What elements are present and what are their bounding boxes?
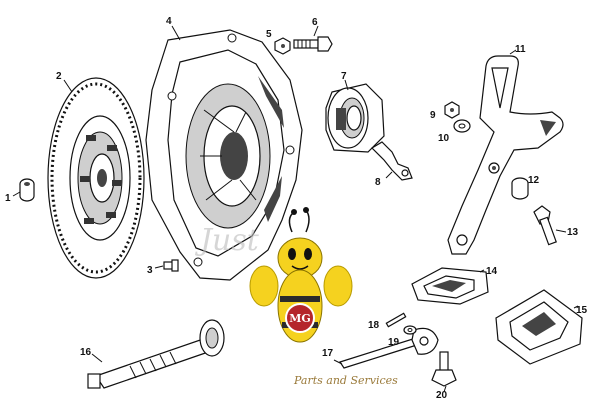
part-clutch-rod bbox=[339, 327, 439, 369]
bee-mascot-logo: MG bbox=[249, 207, 353, 343]
part-spigot-bush bbox=[19, 178, 35, 202]
callout-1: 1 bbox=[5, 193, 11, 204]
part-clutch-cover-assembly bbox=[145, 29, 303, 281]
part-clevis-washer bbox=[403, 325, 417, 335]
part-dust-cover bbox=[495, 289, 583, 365]
part-nut bbox=[274, 37, 291, 55]
part-fork-bolt bbox=[533, 205, 557, 246]
part-release-bearing bbox=[325, 83, 385, 153]
callout-2: 2 bbox=[56, 71, 62, 82]
callout-9: 9 bbox=[430, 110, 436, 121]
callout-20: 20 bbox=[436, 390, 448, 401]
part-fork-bush bbox=[511, 177, 529, 200]
part-driven-plate bbox=[47, 77, 145, 279]
part-fork-nut bbox=[444, 101, 460, 119]
callout-8: 8 bbox=[375, 177, 381, 188]
callout-5: 5 bbox=[266, 29, 272, 40]
callout-12: 12 bbox=[528, 175, 540, 186]
callout-19: 19 bbox=[388, 337, 400, 348]
mg-emblem: MG bbox=[289, 312, 311, 325]
callout-17: 17 bbox=[322, 348, 334, 359]
callout-3: 3 bbox=[147, 265, 153, 276]
callout-16: 16 bbox=[80, 347, 92, 358]
callout-10: 10 bbox=[438, 133, 450, 144]
callout-14: 14 bbox=[486, 266, 498, 277]
part-retainer-clip bbox=[371, 141, 413, 181]
part-rod-bolt bbox=[431, 351, 457, 387]
callout-4: 4 bbox=[166, 16, 172, 27]
callout-18: 18 bbox=[368, 320, 380, 331]
part-release-fork bbox=[447, 55, 564, 255]
watermark: Just bbox=[194, 223, 260, 258]
callout-7: 7 bbox=[341, 71, 347, 82]
part-fork-washer bbox=[453, 119, 471, 133]
part-bolt bbox=[293, 36, 333, 52]
callout-13: 13 bbox=[567, 227, 579, 238]
callout-15: 15 bbox=[576, 305, 588, 316]
callout-6: 6 bbox=[312, 17, 318, 28]
part-first-motion-shaft bbox=[87, 319, 225, 389]
part-rubber-boot bbox=[411, 267, 489, 305]
logo-tagline: Parts and Services bbox=[293, 374, 398, 387]
part-screw bbox=[163, 259, 179, 272]
callout-11: 11 bbox=[515, 44, 526, 55]
part-clevis-pin bbox=[385, 312, 407, 328]
